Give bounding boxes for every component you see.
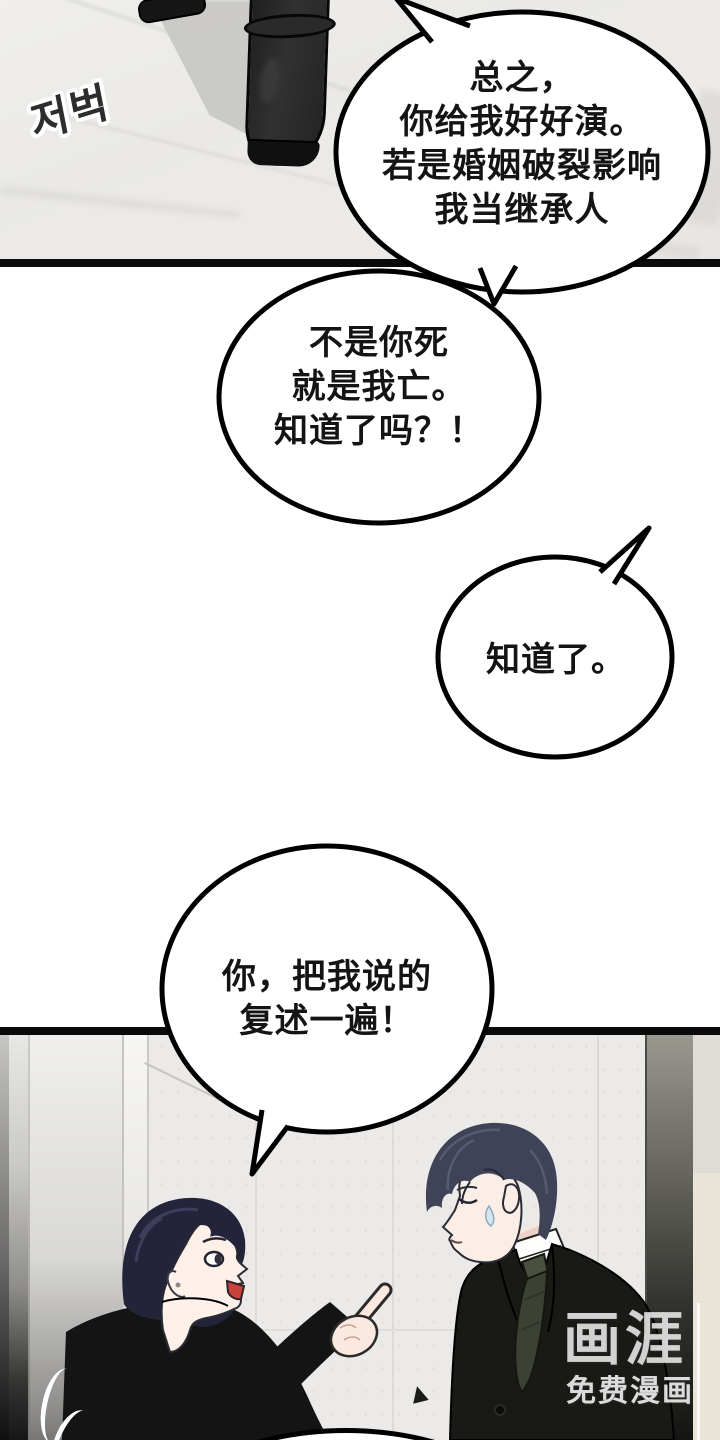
turtleneck-collar xyxy=(161,1297,229,1307)
woman-pointing-finger xyxy=(355,1285,390,1325)
tile-line-vertical xyxy=(392,1035,394,1440)
man-character xyxy=(425,1122,676,1440)
speech-bubble-4 xyxy=(159,843,495,1177)
man-closed-eye xyxy=(458,1197,478,1204)
man-face xyxy=(441,1165,523,1264)
woman-body xyxy=(62,1303,330,1440)
woman-eyebrow xyxy=(202,1237,227,1244)
door-edge-shadow xyxy=(0,1035,9,1440)
watermark-subtitle: 免费漫画 xyxy=(566,1375,694,1408)
man-ear xyxy=(502,1183,521,1214)
speech-line: 若是婚姻破裂影响 xyxy=(382,147,662,185)
wall-seam xyxy=(122,1035,124,1440)
speech-line: 知道了。 xyxy=(486,641,626,679)
bubble-1-tail-top xyxy=(394,0,471,44)
bubble-3-text: 知道了。 xyxy=(436,638,676,682)
speech-line: 就是我亡。 xyxy=(291,368,467,406)
bubble-1-text: 总之， 你给我好好演。 若是婚姻破裂影响 我当继承人 xyxy=(330,56,714,232)
speech-line: 我当继承人 xyxy=(434,191,610,229)
woman-character xyxy=(62,1197,393,1440)
watermark-logo: 画涯 xyxy=(563,1307,688,1372)
right-boot xyxy=(243,0,337,168)
speech-bubble-1 xyxy=(333,0,711,307)
speech-line: 不是你死 xyxy=(309,324,449,362)
boot-sole xyxy=(246,138,320,168)
speech-line: 总之， xyxy=(469,59,575,97)
bubble-2-text: 不是你死 就是我亡。 知道了吗？！ xyxy=(217,321,541,453)
speech-line: 你，把我说的 xyxy=(222,958,432,996)
wall-corner-line xyxy=(255,1120,257,1440)
woman-bangs xyxy=(196,1218,236,1248)
panel-1-border xyxy=(0,259,720,267)
woman-mouth-open xyxy=(225,1279,246,1301)
man-eyebrow xyxy=(456,1185,478,1191)
woman-arm xyxy=(252,1302,360,1398)
woman-earring xyxy=(175,1282,181,1288)
bubble-1-tail-bottom xyxy=(477,264,519,307)
speech-line: 复述一遍！ xyxy=(239,1002,415,1040)
speech-bubble-2 xyxy=(216,268,542,526)
marble-vein xyxy=(0,185,240,220)
bubble-4-text: 你，把我说的 复述一遍！ xyxy=(160,955,494,1043)
bubble-4-tail xyxy=(249,1109,290,1177)
tile-line-vertical xyxy=(597,1035,599,1440)
sweat-drop xyxy=(485,1204,495,1227)
bubble-3-tail xyxy=(598,525,652,586)
man-mouth xyxy=(450,1239,463,1244)
speech-line: 知道了吗？！ xyxy=(274,412,484,450)
wall-highlight-line xyxy=(697,1303,700,1440)
tile-line-horizontal xyxy=(256,1329,646,1331)
speech-line: 你给我好好演。 xyxy=(399,103,645,141)
wall-seam xyxy=(28,1035,30,1440)
man-tie xyxy=(514,1269,549,1394)
characters-art xyxy=(62,1122,676,1440)
speech-bubble-3 xyxy=(435,525,675,760)
suit-button xyxy=(494,1404,506,1416)
